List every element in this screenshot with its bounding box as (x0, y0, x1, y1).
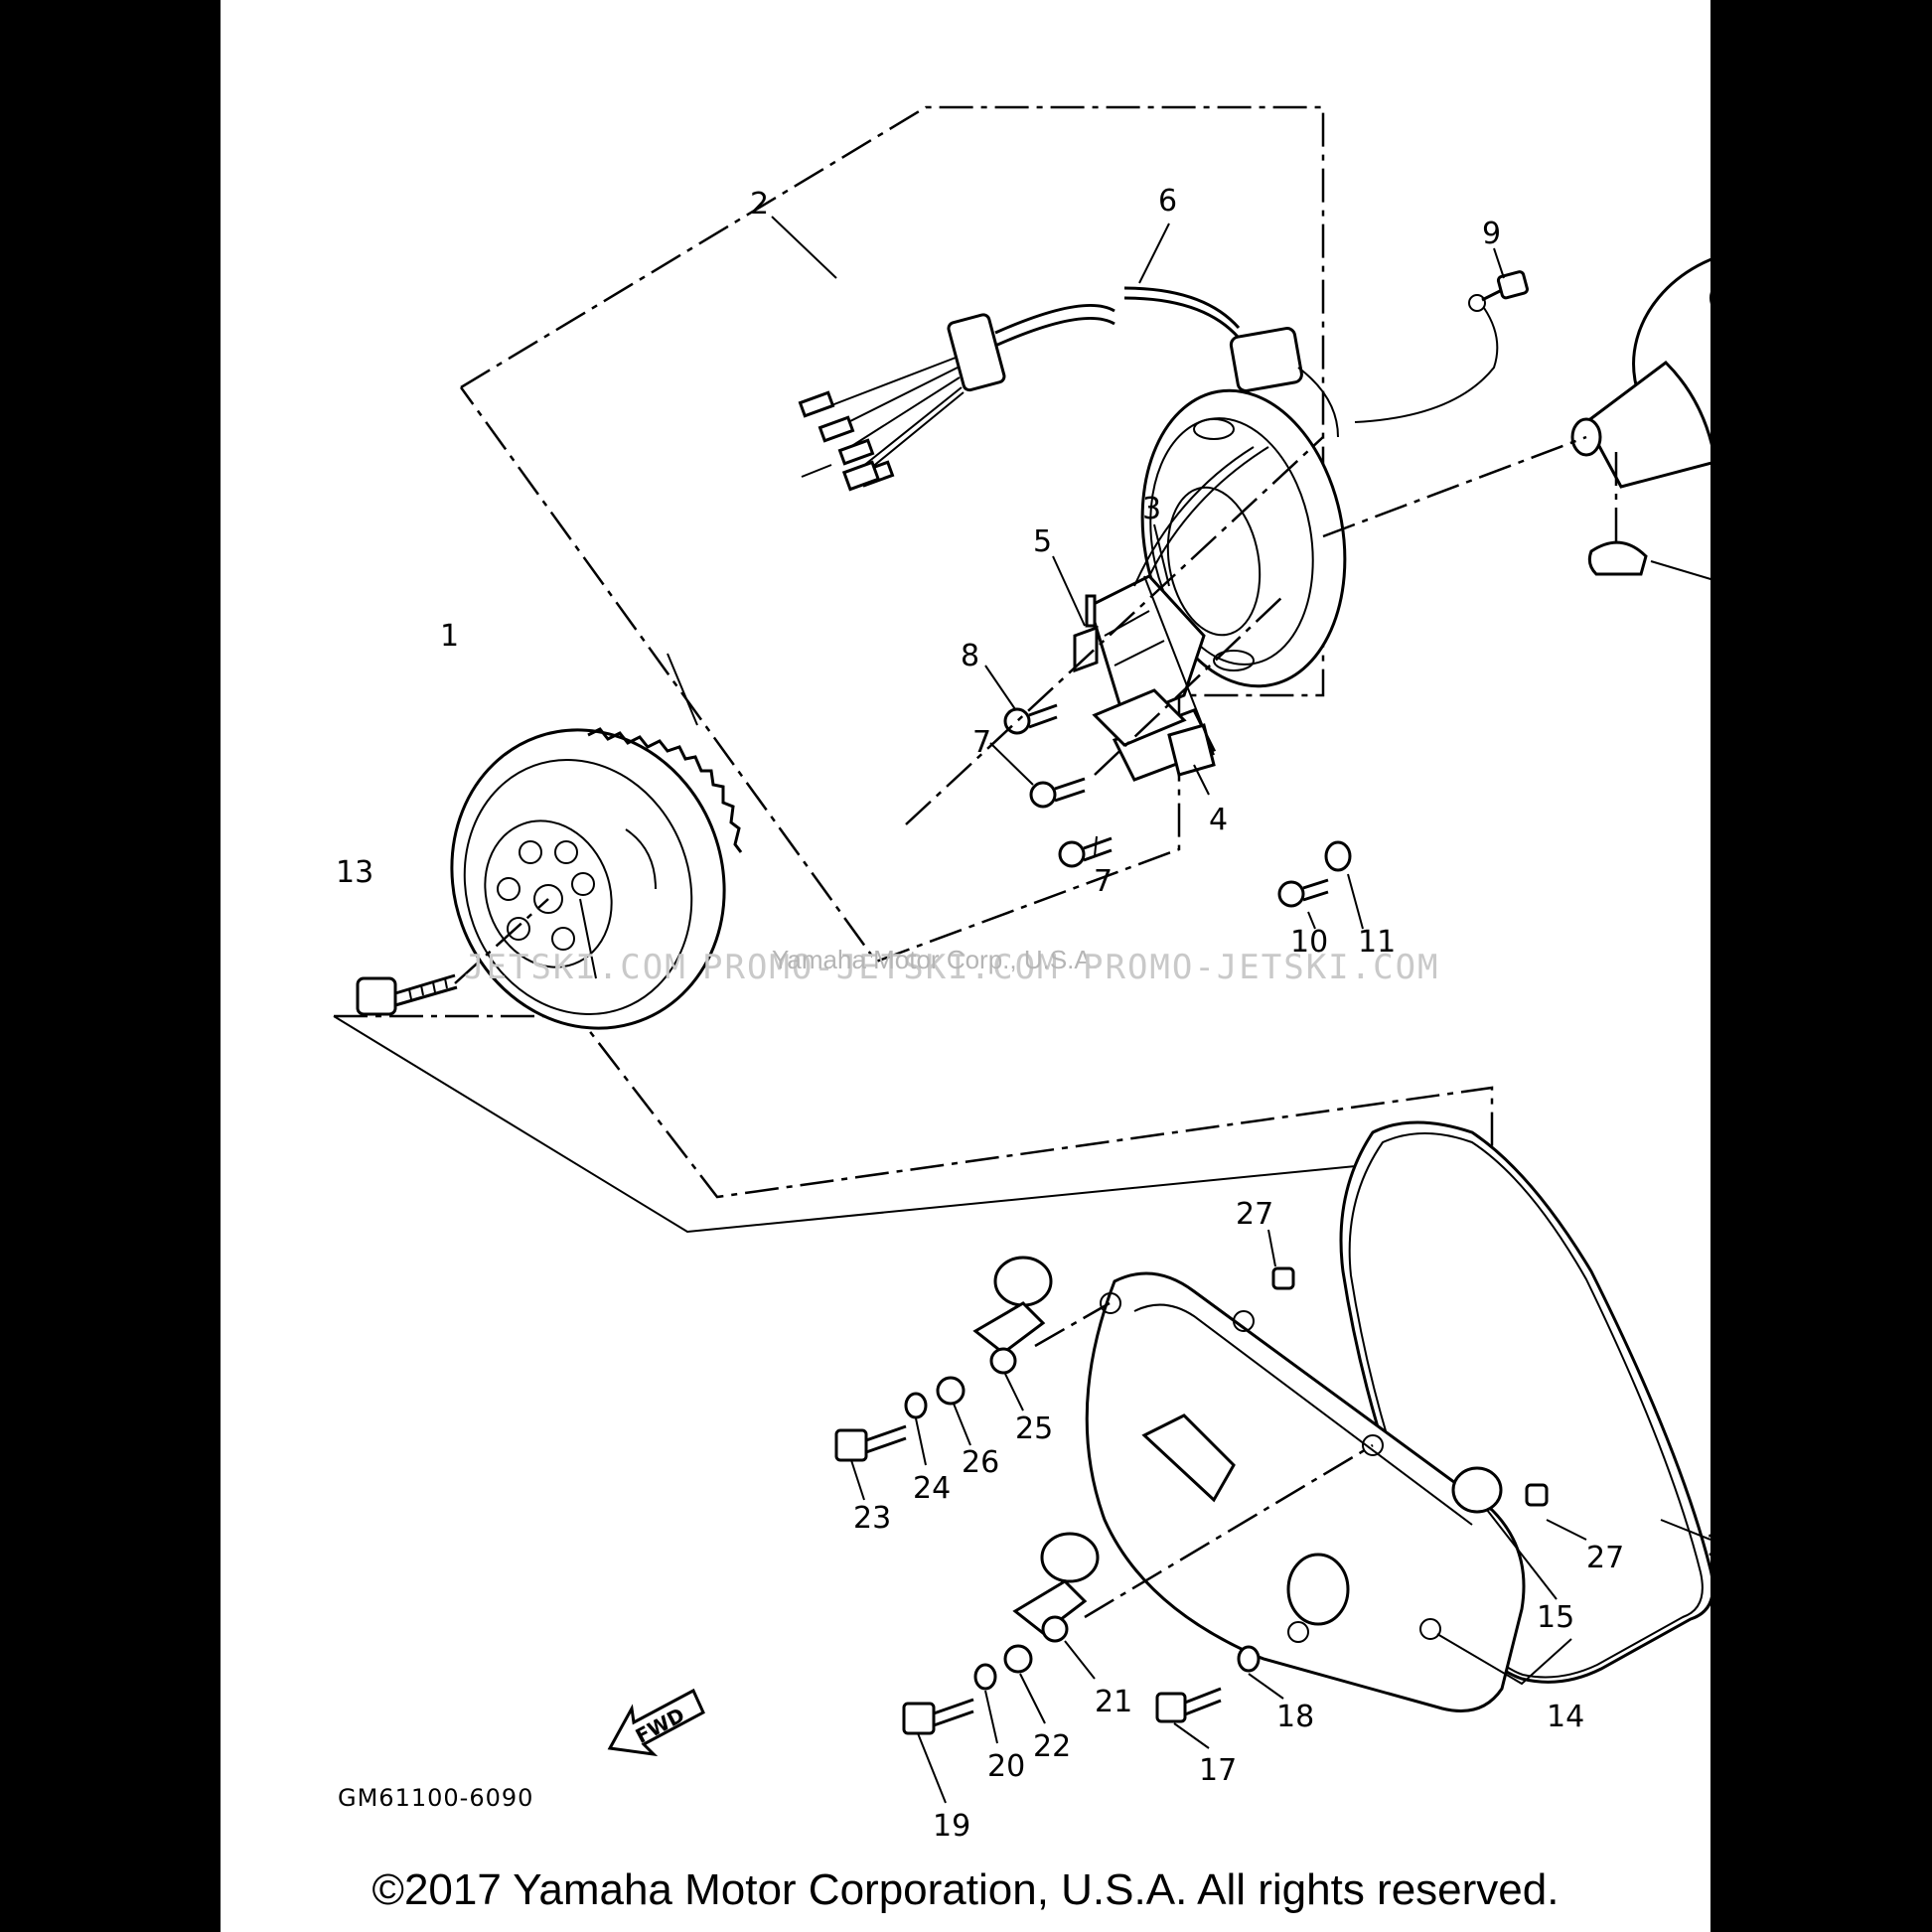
callout-27b: 27 (1586, 1541, 1624, 1575)
screw-7b-part (1058, 836, 1113, 868)
callout-4: 4 (1209, 803, 1228, 837)
washer-24-part (904, 1392, 928, 1419)
pulser-coil-part (1092, 688, 1217, 782)
washer-20-part (973, 1663, 997, 1691)
watermark-copyright: Yamaha Motor Corp., U.S.A. (772, 945, 1099, 974)
screw-10-part (1277, 878, 1329, 908)
bolt-19-part (902, 1698, 974, 1735)
magneto-cover-part (1085, 1271, 1526, 1712)
callout-19: 19 (933, 1809, 970, 1844)
screw-7a-part (1029, 777, 1086, 809)
forward-arrow-icon: FWD (607, 1688, 705, 1757)
pin-27-lower-part (1525, 1483, 1549, 1507)
callout-14: 14 (1547, 1700, 1584, 1734)
callout-8: 8 (961, 639, 979, 673)
callout-10: 10 (1290, 925, 1328, 960)
leader-lines (579, 216, 1710, 1804)
callout-labels: 1 2 3 4 5 6 7 7 8 9 10 11 12 13 14 15 16… (336, 184, 1710, 1844)
collar-26-part (936, 1376, 966, 1406)
pin-27-upper-part (1271, 1266, 1295, 1290)
exploded-parts-diagram: FWD JETSKI.COM PROMO-JETSKI.COM (333, 105, 1710, 1844)
callout-11: 11 (1358, 925, 1396, 960)
callout-7b: 7 (1094, 864, 1113, 899)
washer-18-part (1237, 1645, 1261, 1673)
clamp-21-part (1012, 1532, 1100, 1643)
callout-17: 17 (1199, 1753, 1237, 1788)
crank-housing-part (1570, 245, 1710, 489)
collar-22-part (1003, 1644, 1033, 1674)
callout-1: 1 (440, 619, 459, 654)
callout-7a: 7 (972, 725, 991, 760)
lighting-coil-part (1073, 594, 1099, 673)
callout-13: 13 (336, 855, 373, 890)
drawing-code: GM61100-6090 (338, 1784, 533, 1812)
callout-3: 3 (1142, 492, 1161, 526)
diagram-sheet: FWD JETSKI.COM PROMO-JETSKI.COM (221, 0, 1710, 1932)
callout-5: 5 (1033, 524, 1052, 559)
callout-26: 26 (962, 1445, 999, 1480)
woodruff-key-part (1587, 540, 1648, 576)
bolt-23-part (834, 1424, 907, 1462)
dowel-15-part (1451, 1466, 1503, 1514)
callout-21: 21 (1095, 1685, 1132, 1719)
callout-16: 16 (1706, 1529, 1710, 1563)
callout-25: 25 (1015, 1412, 1053, 1446)
watermark-promo-1: PROMO-JETSKI.COM (702, 948, 1060, 987)
flywheel-part (450, 727, 743, 1030)
washer-11-part (1324, 840, 1352, 872)
callout-22: 22 (1033, 1729, 1071, 1764)
callout-20: 20 (987, 1749, 1025, 1784)
clamp-25-part (972, 1256, 1053, 1375)
callout-23: 23 (853, 1501, 891, 1536)
callout-15: 15 (1537, 1600, 1574, 1635)
watermark-jetski: JETSKI.COM (464, 948, 687, 987)
copyright-notice: ©2017 Yamaha Motor Corporation, U.S.A. A… (372, 1865, 1560, 1914)
stator-assembly-boundary (459, 105, 1325, 964)
callout-18: 18 (1276, 1700, 1314, 1734)
watermark-promo-2: PROMO-JETSKI.COM (1083, 948, 1440, 987)
callout-2: 2 (750, 187, 769, 222)
charge-coil-part (1088, 446, 1269, 723)
callout-9: 9 (1482, 217, 1501, 251)
callout-6: 6 (1158, 184, 1177, 219)
wire-harness-part (798, 286, 1339, 492)
flywheel-bolt-part (356, 973, 458, 1016)
callout-27a: 27 (1236, 1197, 1273, 1232)
bolt-17-part (1155, 1687, 1222, 1723)
callout-24: 24 (913, 1471, 951, 1506)
ground-screw-part (1354, 270, 1529, 423)
cover-boundary (333, 1015, 1498, 1234)
